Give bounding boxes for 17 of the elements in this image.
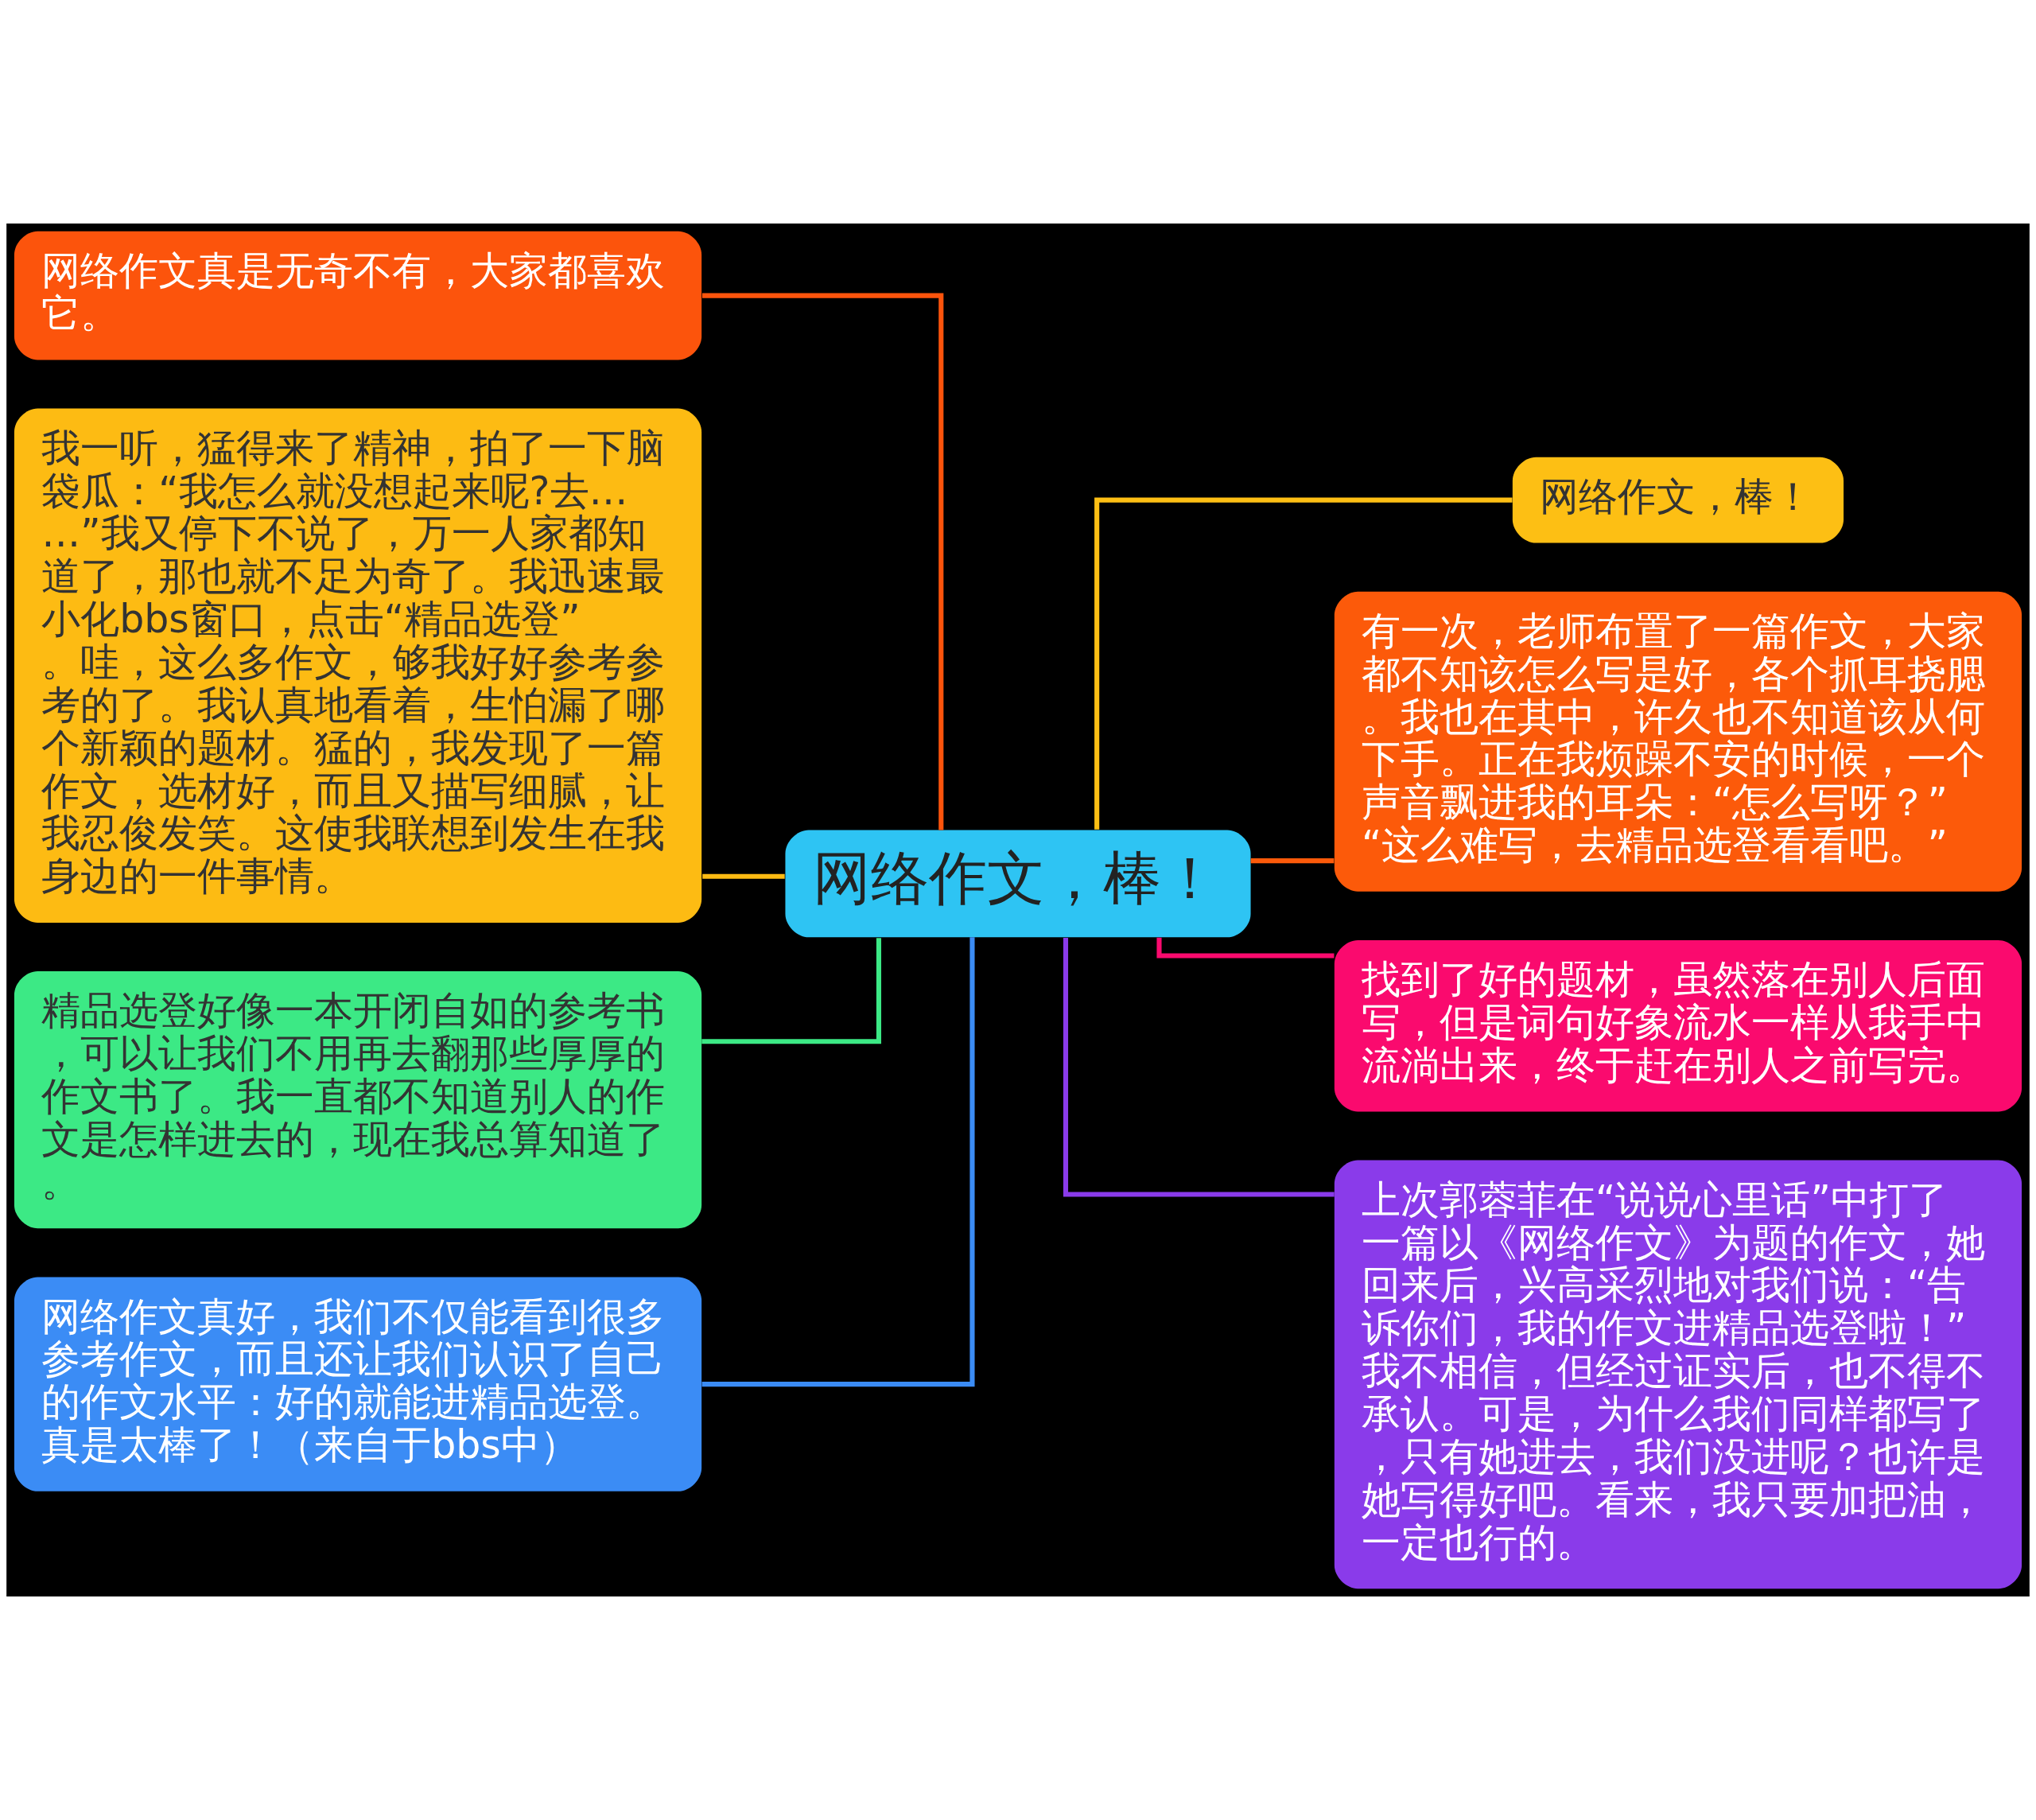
- node-box: 网络作文，棒！: [785, 830, 1251, 938]
- connector: [1063, 937, 1335, 1197]
- connector: [702, 873, 785, 879]
- connector: [701, 938, 881, 1044]
- node-box: 我一听，猛得来了精神，拍了一下脑袋瓜：“我怎么就没想起来呢?去……”我又停下不说了，万一人家都知道了，那也就不足为奇了。我迅速最小化bbs窗口，点击“精品选登”。哇，这么多作文，够我好好参考参考的了。我认真地看着，生怕漏了哪个新颖的题材。猛的，我发现了一篇作文，选材好，而且又描写细腻，让我忍俊发笑。这使我联想到发生在我身边的一件事情。: [14, 408, 702, 923]
- node-box: 找到了好的题材，虽然落在别人后面写，但是词句好象流水一样从我手中流淌出来，终于赶在别人之前写完。: [1334, 939, 2022, 1112]
- connector: [701, 937, 975, 1387]
- connector: [1094, 497, 1513, 830]
- connector: [1156, 937, 1335, 959]
- connector: [1250, 858, 1335, 864]
- node-box: 网络作文，棒！: [1512, 457, 1844, 543]
- node-box: 有一次，老师布置了一篇作文，大家都不知该怎么写是好，各个抓耳挠腮。我也在其中，许久也不知道该从何下手。正在我烦躁不安的时候，一个声音飘进我的耳朵：“怎么写呀？”“这么难写，去精品选登看看吧。”: [1334, 591, 2022, 892]
- connector: [701, 293, 944, 830]
- node-box: 精品选登好像一本开闭自如的参考书，可以让我们不用再去翻那些厚厚的作文书了。我一直都不知道别人的作文是怎样进去的，现在我总算知道了。: [14, 971, 702, 1229]
- node-box: 网络作文真好，我们不仅能看到很多参考作文，而且还让我们认识了自己的作文水平：好的就能进精品选登。真是太棒了！（来自于bbs中）: [14, 1277, 702, 1491]
- node-box: 上次郭蓉菲在“说说心里话”中打了一篇以《网络作文》为题的作文，她回来后，兴高采烈地对我们说：“告诉你们，我的作文进精品选登啦！”我不相信，但经过证实后，也不得不承认。可是，为什么我们同样都写了，只有她进去，我们没进呢？也许是她写得好吧。看来，我只要加把油，一定也行的。: [1334, 1160, 2022, 1589]
- node-box: 网络作文真是无奇不有，大家都喜欢它。: [14, 231, 702, 360]
